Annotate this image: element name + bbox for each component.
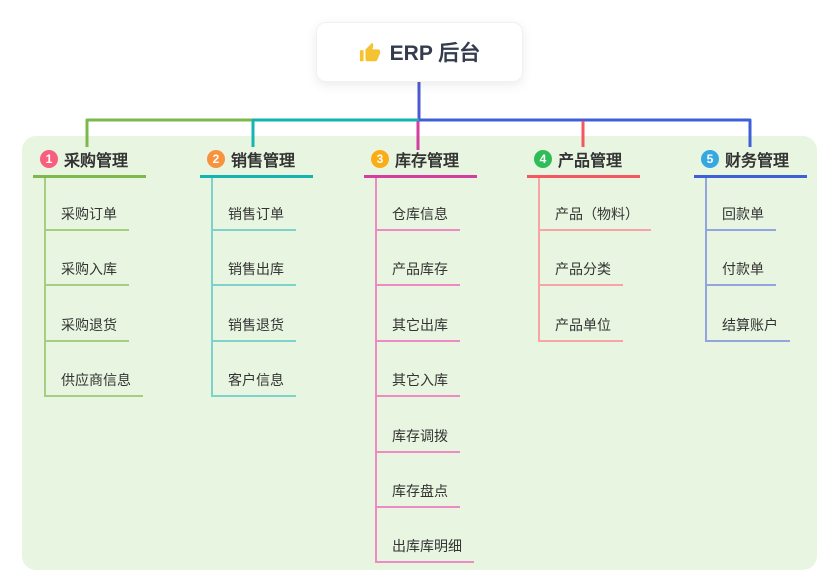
mindmap-item: 出库库明细: [377, 508, 474, 564]
item-label[interactable]: 结算账户: [707, 315, 790, 342]
branch-number-badge: 4: [534, 150, 552, 168]
mindmap-item: 回款单: [707, 178, 790, 231]
branch-title-label: 产品管理: [558, 153, 623, 170]
mindmap-item: 付款单: [707, 231, 790, 287]
item-label[interactable]: 销售订单: [213, 204, 296, 231]
mindmap-item: 其它出库: [377, 286, 474, 342]
mindmap-item: 产品分类: [540, 231, 651, 287]
item-label[interactable]: 回款单: [707, 204, 776, 231]
mindmap-item: 销售订单: [213, 178, 296, 231]
mindmap-item: 销售退货: [213, 286, 296, 342]
branch-sales: 2 销售管理 销售订单 销售出库 销售退货 客户信息: [200, 148, 313, 398]
mindmap-item: 仓库信息: [377, 178, 474, 231]
mindmap-item: 产品单位: [540, 286, 651, 342]
item-label[interactable]: 其它出库: [377, 315, 460, 342]
mindmap-item: 库存盘点: [377, 453, 474, 508]
item-label[interactable]: 产品库存: [377, 259, 460, 287]
mindmap-item: 供应商信息: [46, 342, 143, 398]
item-label[interactable]: 产品分类: [540, 259, 623, 287]
mindmap-item: 库存调拨: [377, 397, 474, 453]
branch-items-finance: 回款单 付款单 结算账户: [705, 178, 790, 342]
root-node-erp[interactable]: ERP 后台: [316, 22, 523, 82]
mindmap-item: 产品库存: [377, 231, 474, 287]
branches-background-panel: [22, 136, 817, 570]
item-label[interactable]: 库存调拨: [377, 426, 460, 453]
branch-title-label: 销售管理: [231, 153, 296, 170]
mindmap-item: 产品（物料）: [540, 178, 651, 231]
branch-title-finance[interactable]: 5 财务管理: [694, 148, 807, 178]
mindmap-item: 采购退货: [46, 286, 143, 342]
branch-title-label: 财务管理: [725, 153, 790, 170]
branch-number-badge: 2: [207, 150, 225, 168]
branch-title-sales[interactable]: 2 销售管理: [200, 148, 313, 178]
root-node-label: ERP 后台: [389, 42, 481, 65]
item-label[interactable]: 付款单: [707, 259, 776, 287]
branch-product: 4 产品管理 产品（物料） 产品分类 产品单位: [527, 148, 651, 342]
branch-items-purchase: 采购订单 采购入库 采购退货 供应商信息: [44, 178, 143, 398]
branch-title-inventory[interactable]: 3 库存管理: [364, 148, 477, 178]
mindmap-item: 采购订单: [46, 178, 143, 231]
item-label[interactable]: 采购退货: [46, 315, 129, 342]
branch-purchase: 1 采购管理 采购订单 采购入库 采购退货 供应商信息: [33, 148, 146, 398]
item-label[interactable]: 库存盘点: [377, 481, 460, 508]
item-label[interactable]: 出库库明细: [377, 536, 474, 564]
branch-title-purchase[interactable]: 1 采购管理: [33, 148, 146, 178]
mindmap-item: 客户信息: [213, 342, 296, 398]
branch-title-label: 采购管理: [64, 153, 129, 170]
item-label[interactable]: 仓库信息: [377, 204, 460, 231]
branch-title-label: 库存管理: [395, 153, 460, 170]
branch-number-badge: 1: [40, 150, 58, 168]
item-label[interactable]: 销售出库: [213, 259, 296, 287]
item-label[interactable]: 客户信息: [213, 370, 296, 398]
branch-title-product[interactable]: 4 产品管理: [527, 148, 640, 178]
item-label[interactable]: 采购入库: [46, 259, 129, 287]
branch-number-badge: 3: [371, 150, 389, 168]
branch-number-badge: 5: [701, 150, 719, 168]
item-label[interactable]: 产品单位: [540, 315, 623, 342]
branch-items-sales: 销售订单 销售出库 销售退货 客户信息: [211, 178, 296, 398]
item-label[interactable]: 采购订单: [46, 204, 129, 231]
mindmap-item: 采购入库: [46, 231, 143, 287]
item-label[interactable]: 供应商信息: [46, 370, 143, 398]
branch-items-inventory: 仓库信息 产品库存 其它出库 其它入库 库存调拨 库存盘点 出库库明细: [375, 178, 474, 564]
item-label[interactable]: 产品（物料）: [540, 204, 651, 231]
item-label[interactable]: 销售退货: [213, 315, 296, 342]
thumbs-up-icon: [359, 42, 380, 62]
branch-inventory: 3 库存管理 仓库信息 产品库存 其它出库 其它入库 库存调拨 库存盘点 出库库…: [364, 148, 477, 564]
branch-finance: 5 财务管理 回款单 付款单 结算账户: [694, 148, 807, 342]
mindmap-item: 结算账户: [707, 286, 790, 342]
mindmap-item: 其它入库: [377, 342, 474, 398]
item-label[interactable]: 其它入库: [377, 370, 460, 398]
branch-items-product: 产品（物料） 产品分类 产品单位: [538, 178, 651, 342]
mindmap-item: 销售出库: [213, 231, 296, 287]
